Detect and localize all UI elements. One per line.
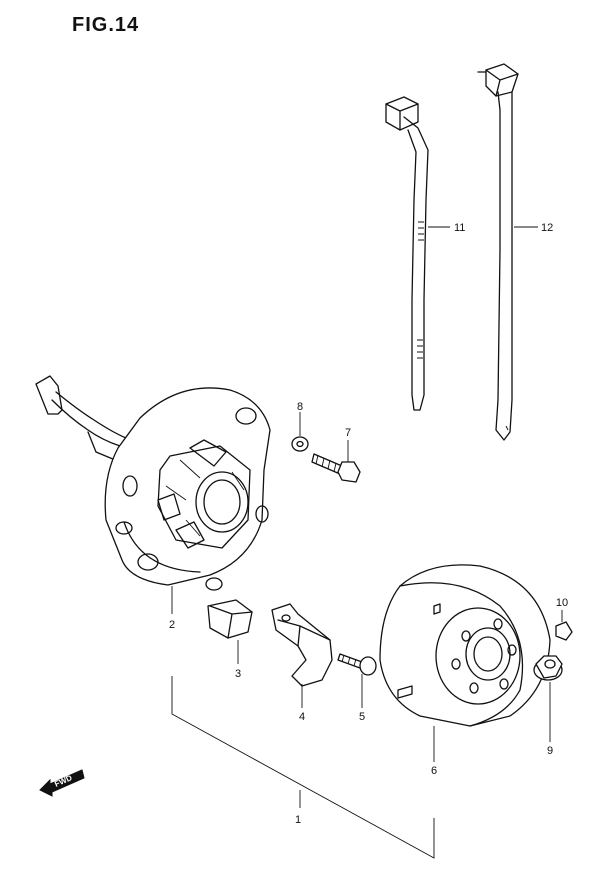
callout-1: 1: [295, 814, 301, 826]
part-7-bolt: [311, 453, 361, 483]
forward-arrow-icon: FWD: [39, 769, 85, 797]
callout-9: 9: [547, 745, 553, 757]
callout-4: 4: [299, 711, 305, 723]
part-2-stator: [35, 375, 271, 586]
part-6-flywheel: [379, 564, 551, 727]
callout-10: 10: [556, 597, 568, 609]
part-4-pickup-bracket: [271, 603, 333, 687]
callout-3: 3: [235, 668, 241, 680]
part-3-grommet: [207, 599, 253, 639]
part-9-nut: [533, 655, 563, 681]
callout-7: 7: [345, 427, 351, 439]
callout-2: 2: [169, 619, 175, 631]
part-10-key: [555, 621, 573, 641]
callout-11: 11: [454, 222, 465, 234]
callout-8: 8: [297, 401, 303, 413]
part-12-cable-tie: [477, 63, 519, 441]
callout-6: 6: [431, 765, 437, 777]
callout-5: 5: [359, 711, 365, 723]
leader-lines: [171, 226, 563, 859]
callout-12: 12: [541, 222, 553, 234]
part-11-cable-tie: [385, 96, 429, 411]
part-8-washer: [291, 436, 309, 452]
part-5-screw: [337, 653, 377, 676]
figure-title: FIG.14: [72, 14, 140, 36]
wire-clip: [205, 577, 223, 591]
